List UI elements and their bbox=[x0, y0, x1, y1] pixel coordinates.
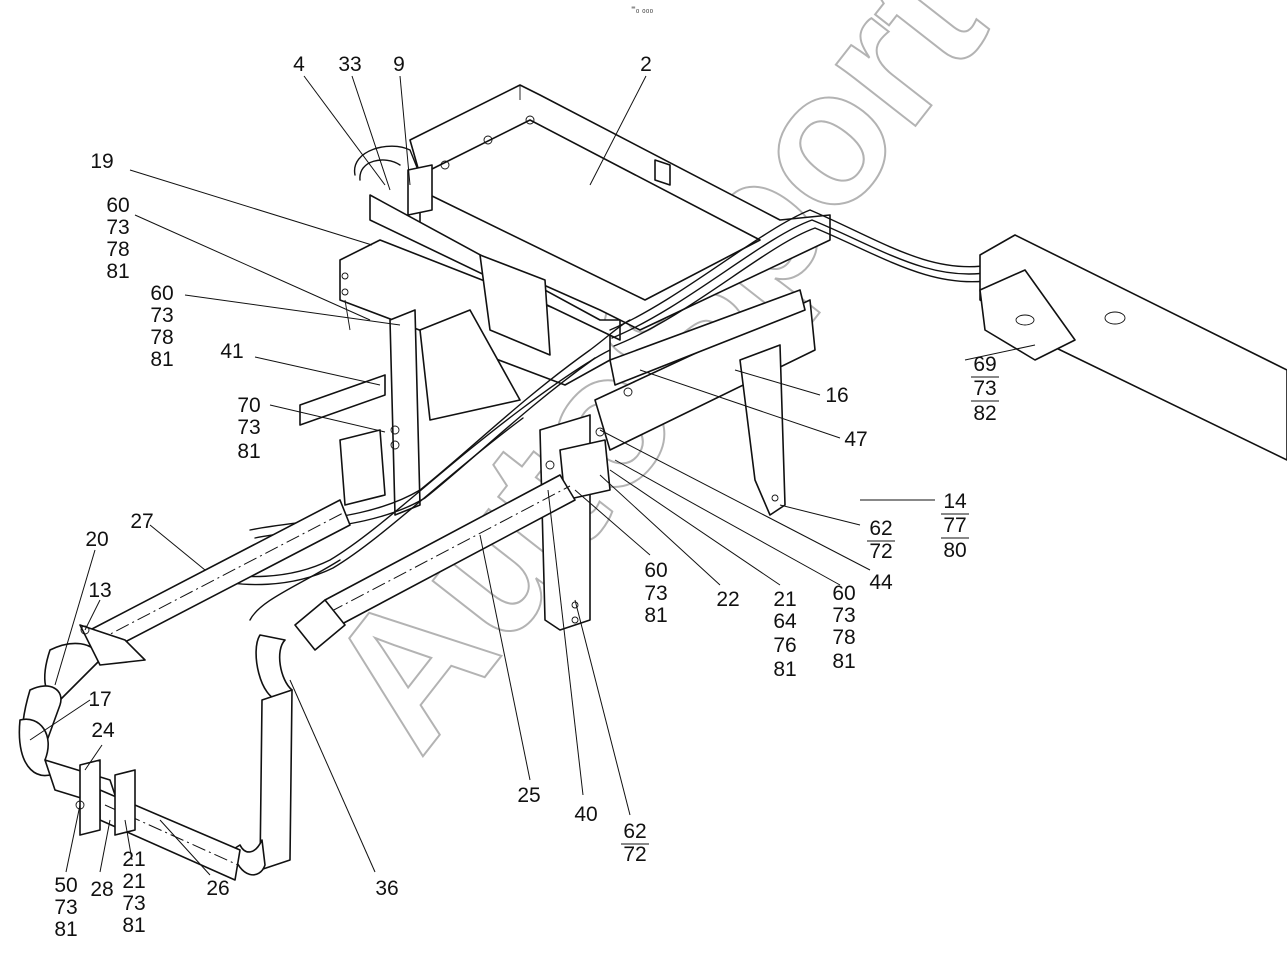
callout-40: 40 bbox=[574, 803, 597, 826]
svg-text:81: 81 bbox=[644, 604, 667, 627]
callout-50: 50 73 81 bbox=[54, 874, 77, 941]
svg-text:73: 73 bbox=[54, 896, 77, 919]
callout-60-b: 60 73 78 81 bbox=[150, 282, 173, 371]
svg-text:73: 73 bbox=[644, 582, 667, 605]
long-pipe bbox=[231, 474, 576, 876]
svg-text:21: 21 bbox=[773, 588, 796, 611]
header-mark: ⁼₀ ₀₀₀ bbox=[631, 4, 653, 14]
svg-text:72: 72 bbox=[623, 843, 646, 866]
svg-text:73: 73 bbox=[973, 377, 996, 400]
svg-text:69: 69 bbox=[973, 353, 996, 376]
svg-text:64: 64 bbox=[773, 610, 797, 633]
svg-text:60: 60 bbox=[832, 582, 855, 605]
callout-70: 70 73 81 bbox=[237, 394, 260, 463]
callout-20: 20 bbox=[85, 528, 108, 551]
callout-62-a: 62 72 bbox=[621, 820, 649, 866]
callout-41: 41 bbox=[220, 340, 243, 363]
svg-text:81: 81 bbox=[150, 348, 173, 371]
svg-text:82: 82 bbox=[973, 402, 996, 425]
svg-text:21: 21 bbox=[122, 848, 145, 871]
callout-62-b: 62 72 bbox=[867, 517, 895, 563]
svg-text:81: 81 bbox=[773, 658, 796, 681]
svg-text:73: 73 bbox=[237, 416, 260, 439]
svg-text:62: 62 bbox=[869, 517, 892, 540]
svg-text:73: 73 bbox=[106, 216, 129, 239]
callout-16: 16 bbox=[825, 384, 848, 407]
leader-lines bbox=[29, 75, 1036, 876]
callout-9: 9 bbox=[393, 53, 405, 76]
callout-47: 47 bbox=[844, 428, 867, 451]
svg-text:60: 60 bbox=[106, 194, 129, 217]
svg-text:73: 73 bbox=[122, 892, 145, 915]
callout-2: 2 bbox=[640, 53, 652, 76]
callout-14: 14 77 80 bbox=[941, 490, 969, 562]
callout-60-c: 60 73 81 bbox=[644, 559, 667, 627]
svg-text:78: 78 bbox=[150, 326, 173, 349]
callout-44: 44 bbox=[869, 571, 893, 594]
svg-text:60: 60 bbox=[644, 559, 667, 582]
callout-28: 28 bbox=[90, 878, 113, 901]
callout-17: 17 bbox=[88, 688, 111, 711]
svg-text:76: 76 bbox=[773, 634, 796, 657]
callout-21-a: 21 64 76 81 bbox=[773, 588, 797, 681]
svg-text:81: 81 bbox=[237, 440, 260, 463]
svg-text:21: 21 bbox=[122, 870, 145, 893]
left-pipe bbox=[18, 499, 351, 881]
svg-text:72: 72 bbox=[869, 540, 892, 563]
svg-text:62: 62 bbox=[623, 820, 646, 843]
callout-21-b: 21 21 73 81 bbox=[122, 848, 145, 937]
svg-text:78: 78 bbox=[832, 626, 855, 649]
svg-text:80: 80 bbox=[943, 539, 966, 562]
main-frame bbox=[299, 194, 816, 631]
callout-13: 13 bbox=[88, 579, 111, 602]
callout-36: 36 bbox=[375, 877, 398, 900]
callout-4: 4 bbox=[293, 53, 305, 76]
callout-27: 27 bbox=[130, 510, 153, 533]
right-arm bbox=[609, 209, 1287, 461]
svg-text:81: 81 bbox=[106, 260, 129, 283]
svg-text:77: 77 bbox=[943, 514, 966, 537]
svg-text:81: 81 bbox=[54, 918, 77, 941]
svg-text:70: 70 bbox=[237, 394, 260, 417]
svg-text:14: 14 bbox=[943, 490, 967, 513]
callout-60-a: 60 73 78 81 bbox=[106, 194, 129, 283]
svg-text:73: 73 bbox=[150, 304, 173, 327]
callout-25: 25 bbox=[517, 784, 540, 807]
callout-labels: 2 4 33 9 19 60 73 78 81 60 73 78 81 41 7… bbox=[54, 53, 999, 941]
svg-text:73: 73 bbox=[832, 604, 855, 627]
callout-19: 19 bbox=[90, 150, 113, 173]
callout-60-d: 60 73 78 81 bbox=[832, 582, 855, 673]
svg-text:78: 78 bbox=[106, 238, 129, 261]
callout-69: 69 73 82 bbox=[971, 353, 999, 425]
svg-text:81: 81 bbox=[122, 914, 145, 937]
svg-text:81: 81 bbox=[832, 650, 855, 673]
svg-text:50: 50 bbox=[54, 874, 77, 897]
callout-33: 33 bbox=[338, 53, 361, 76]
callout-26: 26 bbox=[206, 877, 229, 900]
svg-text:60: 60 bbox=[150, 282, 173, 305]
callout-24: 24 bbox=[91, 719, 115, 742]
callout-22: 22 bbox=[716, 588, 739, 611]
